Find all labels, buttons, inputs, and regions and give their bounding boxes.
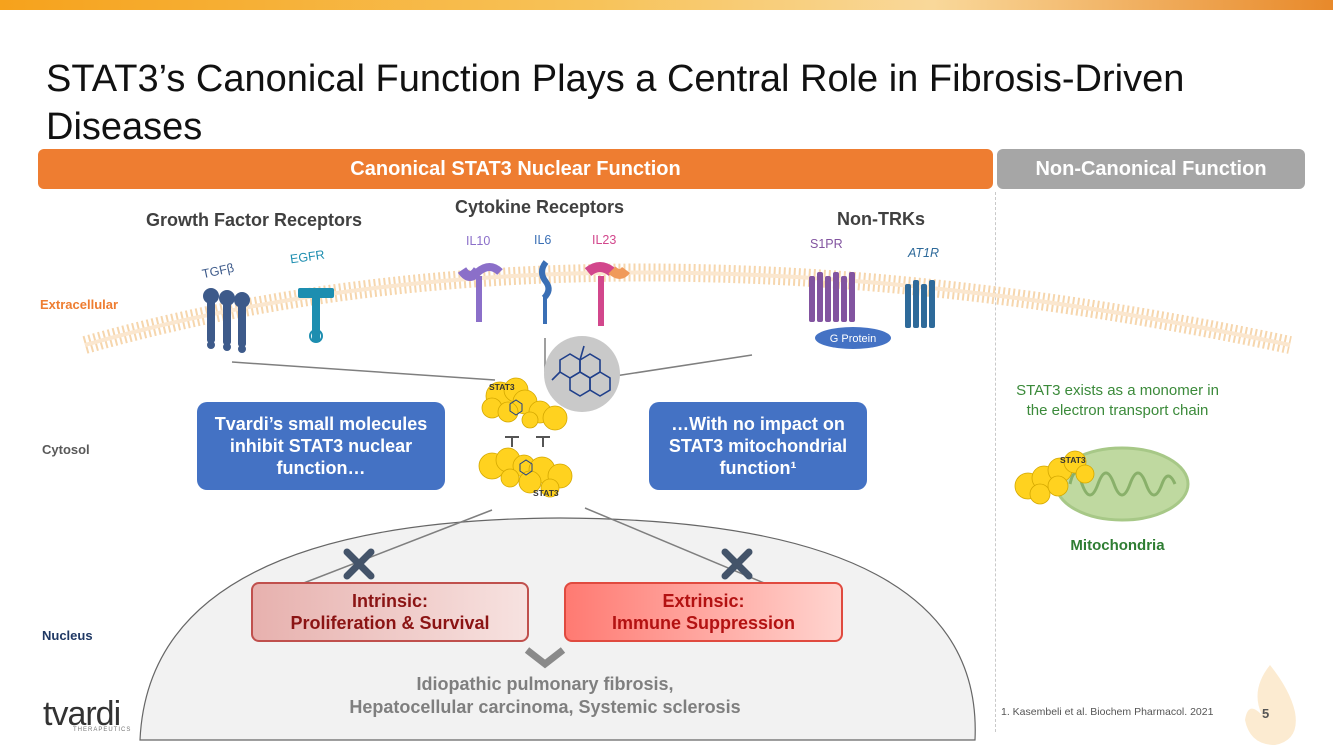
footnote: 1. Kasembeli et al. Biochem Pharmacol. 2… [1001,706,1214,718]
cytokine-header: Cytokine Receptors [455,197,625,217]
extrinsic-box: Extrinsic: Immune Suppression [564,582,843,642]
callout-no-mito-impact: …With no impact on STAT3 mitochondrial f… [649,402,867,490]
disease-list: Idiopathic pulmonary fibrosis, Hepatocel… [349,674,741,717]
monomer-text: STAT3 exists as a monomer in the electro… [1016,382,1219,419]
g-protein-label: G Protein [830,333,876,345]
nucleus-label: Nucleus [42,628,93,643]
page-number: 5 [1262,706,1270,721]
g-protein-shape [815,327,891,349]
canonical-banner: Canonical STAT3 Nuclear Function [38,149,993,189]
il23-label: IL23 [592,233,617,247]
block-x-icon-right [721,548,753,580]
egfr-receptor-icon [298,288,334,343]
section-divider [995,192,996,732]
chevron-down-icon [524,647,566,669]
at1r-label: AT1R [908,246,940,260]
flame-logo-icon [1245,665,1296,745]
stat3-protein-upper [481,377,568,431]
slide-title: STAT3’s Canonical Function Plays a Centr… [46,58,1185,148]
stat3-protein-lower [478,447,573,498]
callout-inhibit-nuclear: Tvardi’s small molecules inhibit STAT3 n… [197,402,445,490]
stat3-label-lower: STAT3 [533,488,559,498]
at1r-receptor-icon [905,280,935,328]
s1pr-receptor-icon [809,272,855,322]
tvardi-logo: tvardi [43,695,121,733]
tgfb-receptor-icon [203,288,250,353]
stat3-protein-monomer [1014,450,1095,505]
s1pr-label: S1PR [810,237,843,251]
extracellular-label: Extracellular [40,297,119,312]
il23-receptor-icon [584,262,630,326]
growth-factor-header: Growth Factor Receptors [146,210,363,230]
mitochondria-label: Mitochondria [1070,537,1165,554]
stat3-label-mito: STAT3 [1060,455,1086,465]
non-trk-header: Non-TRKs [837,209,925,229]
cell-membrane [82,263,1292,354]
top-accent-bar [0,0,1333,10]
block-x-icon-left [343,548,375,580]
il10-label: IL10 [466,234,491,248]
intrinsic-box: Intrinsic: Proliferation & Survival [251,582,529,642]
il6-label: IL6 [534,233,552,247]
il10-receptor-icon [457,263,503,322]
cytosol-label: Cytosol [42,442,90,457]
il6-receptor-icon [539,260,552,324]
tvardi-logo-tagline: THERAPEUTICS [73,727,132,733]
stat3-label-upper: STAT3 [489,382,515,392]
non-canonical-banner: Non-Canonical Function [997,149,1305,189]
